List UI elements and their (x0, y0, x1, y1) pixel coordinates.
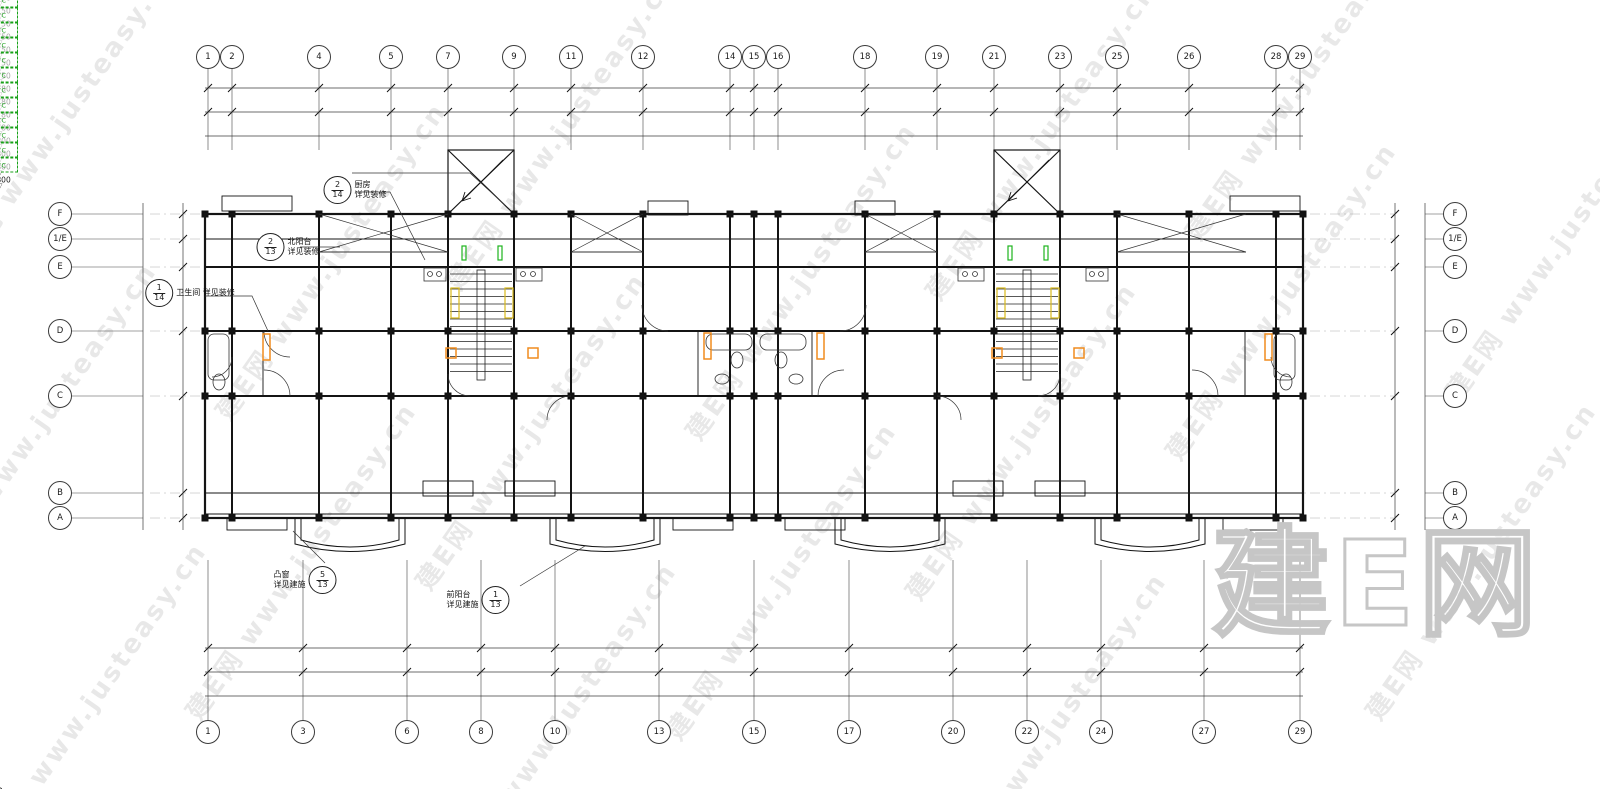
callout-number: 2 (264, 237, 277, 248)
callout-sheet: 13 (490, 599, 501, 609)
callout-circle: 5 13 (308, 566, 337, 594)
watermark-logo: 建E网 (1211, 515, 1541, 653)
callout-number: 1 (489, 590, 502, 601)
callout-note: 凸窗 详见建施 (273, 570, 306, 589)
stairs (450, 269, 1059, 381)
dimension-frame (142, 87, 1426, 697)
callout-kitchen: 2 14 厨房 详见装修 (323, 176, 387, 204)
callout-leaders (205, 172, 586, 587)
callout-sheet: 14 (332, 189, 343, 199)
callout-number: 2 (331, 180, 344, 191)
callout-circle: 1 14 (145, 279, 174, 307)
callout-sheet: 14 (154, 292, 165, 302)
callout-note: 前阳台 详见建施 (446, 590, 479, 609)
callout-sheet: 13 (317, 579, 328, 589)
walls (203, 212, 1305, 520)
balconies (294, 518, 1206, 552)
callout-bay-window: 凸窗 详见建施 5 13 (274, 566, 337, 594)
callout-north-balcony: 2 13 北阳台 详见装修 (256, 233, 320, 261)
callout-note: 卫生间 详见装修 (176, 288, 235, 298)
callout-bathroom: 1 14 卫生间 详见装修 (145, 279, 235, 307)
callout-circle: 2 13 (256, 233, 285, 261)
callout-circle: 1 13 (481, 586, 510, 614)
callout-note: 北阳台 详见装修 (287, 237, 320, 256)
callout-front-balcony: 前阳台 详见建施 1 13 (447, 586, 510, 614)
slope-arrow (461, 159, 1050, 202)
work-balcony-cross (318, 213, 1247, 253)
callout-number: 1 (153, 283, 165, 294)
callout-circle: 2 14 (323, 176, 352, 204)
door-swings (211, 304, 1292, 421)
accent-frames (262, 245, 1273, 361)
callout-sheet: 13 (265, 246, 276, 256)
bay-windows (221, 195, 1301, 531)
callout-number: 5 (316, 570, 329, 581)
stair-bay-roofs (447, 149, 1061, 215)
fixtures (207, 267, 1296, 391)
callout-note: 厨房 详见装修 (354, 180, 387, 199)
